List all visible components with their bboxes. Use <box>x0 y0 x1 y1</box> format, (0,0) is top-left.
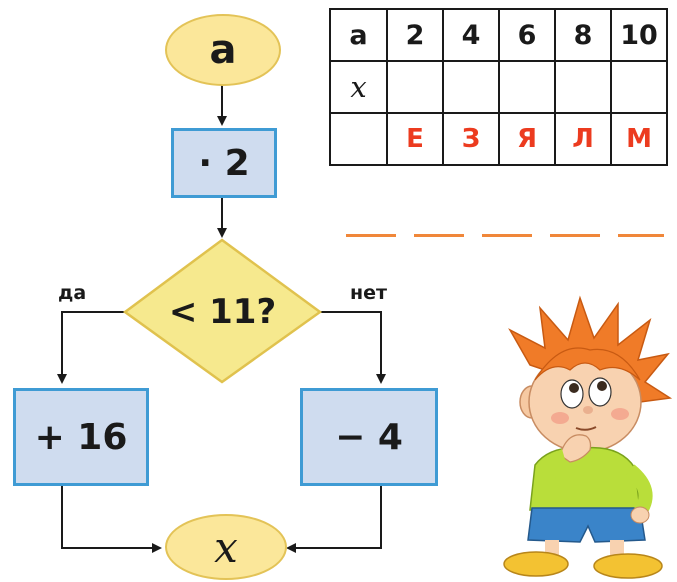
add-box: + 16 <box>13 388 149 486</box>
condition-diamond <box>122 238 323 384</box>
subtract-label: − 4 <box>335 416 403 458</box>
yes-label: да <box>58 282 87 304</box>
answer-blank[interactable] <box>550 234 600 237</box>
arrow-subtract-to-end <box>286 485 382 553</box>
no-label: нет <box>350 282 388 304</box>
arrow-add-to-end <box>61 485 162 553</box>
answer-blank[interactable] <box>618 234 664 237</box>
answer-cell[interactable] <box>386 60 444 114</box>
table-row: Е З Я Л М <box>329 112 668 166</box>
arrow-no-branch <box>320 311 386 384</box>
table-cell: 10 <box>610 8 668 62</box>
condition-label: < 11? <box>168 292 277 332</box>
table-cell: 2 <box>386 8 444 62</box>
table-cell: 8 <box>554 8 612 62</box>
table-cell: 6 <box>498 8 556 62</box>
end-node-label: x <box>214 522 238 572</box>
thinking-boy-icon <box>503 295 673 579</box>
subtract-box: − 4 <box>300 388 438 486</box>
letter-cell: Л <box>554 112 612 166</box>
letter-cell: З <box>442 112 500 166</box>
multiply-box: · 2 <box>171 128 277 198</box>
condition-label-wrap: < 11? <box>135 288 310 336</box>
table-cell: 4 <box>442 8 500 62</box>
answer-blank[interactable] <box>414 234 464 237</box>
end-node: x <box>165 514 287 580</box>
table-row: а 2 4 6 8 10 <box>329 8 668 62</box>
start-node: а <box>165 14 281 86</box>
answer-cell[interactable] <box>610 60 668 114</box>
arrow-yes-branch <box>57 311 125 384</box>
table-row: x <box>329 60 668 114</box>
values-table: а 2 4 6 8 10 x Е З Я Л М <box>329 8 668 166</box>
letter-cell: М <box>610 112 668 166</box>
table-cell: x <box>329 60 388 114</box>
letter-cell: Я <box>498 112 556 166</box>
answer-blank[interactable] <box>346 234 396 237</box>
letter-cell: Е <box>386 112 444 166</box>
answer-blank[interactable] <box>482 234 532 237</box>
table-cell <box>329 112 388 166</box>
table-cell: а <box>329 8 388 62</box>
answer-cell[interactable] <box>442 60 500 114</box>
answer-cell[interactable] <box>498 60 556 114</box>
answer-cell[interactable] <box>554 60 612 114</box>
multiply-label: · 2 <box>198 142 250 184</box>
start-node-label: а <box>209 27 237 73</box>
add-label: + 16 <box>34 416 128 458</box>
